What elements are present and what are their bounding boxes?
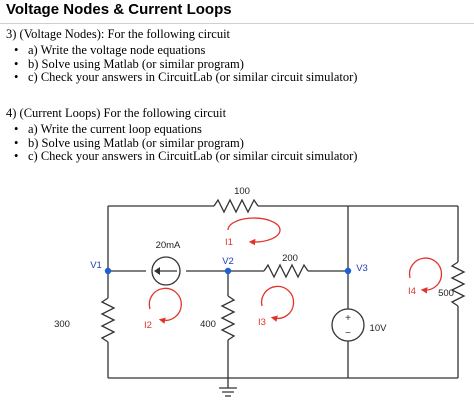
title-divider — [0, 23, 474, 24]
list-item: a) Write the current loop equations — [14, 122, 357, 137]
problem-4-heading: 4) (Current Loops) For the following cir… — [6, 106, 227, 120]
voltage-source-minus: − — [345, 328, 351, 339]
label-r300: 300 — [54, 319, 70, 330]
voltage-source-plus: + — [345, 313, 351, 324]
node-v1 — [104, 267, 112, 275]
loop-i3-arrow — [260, 285, 295, 322]
loop-i1-arrow — [227, 217, 281, 246]
resistor-100 — [213, 198, 259, 214]
loop-i4-arrow — [408, 257, 443, 294]
voltage-source — [331, 308, 365, 342]
list-item: c) Check your answers in CircuitLab (or … — [14, 70, 357, 85]
label-r200: 200 — [282, 253, 298, 264]
label-r100: 100 — [234, 186, 250, 197]
problem-3-list: a) Write the voltage node equations b) S… — [6, 43, 357, 85]
label-voltage-source: 10V — [370, 323, 388, 334]
resistor-400 — [220, 295, 236, 341]
resistor-500 — [450, 261, 466, 307]
list-item: b) Solve using Matlab (or similar progra… — [14, 57, 357, 72]
loop-i2-arrow — [148, 287, 182, 324]
label-loop-i1: I1 — [225, 237, 233, 248]
resistor-200 — [263, 263, 309, 279]
problem-3-heading: 3) (Voltage Nodes): For the following ci… — [6, 27, 231, 41]
list-item: a) Write the voltage node equations — [14, 43, 357, 58]
list-item: b) Solve using Matlab (or similar progra… — [14, 136, 357, 151]
page-title: Voltage Nodes & Current Loops — [6, 1, 232, 18]
label-v2: V2 — [222, 256, 234, 267]
label-loop-i2: I2 — [144, 320, 152, 331]
label-v1: V1 — [90, 260, 102, 271]
ground-symbol — [219, 387, 237, 397]
list-item: c) Check your answers in CircuitLab (or … — [14, 149, 357, 164]
label-r500: 500 — [438, 288, 454, 299]
label-loop-i3: I3 — [258, 317, 266, 328]
label-r400: 400 — [200, 319, 216, 330]
problem-4-list: a) Write the current loop equations b) S… — [6, 122, 357, 164]
problem-3: 3) (Voltage Nodes): For the following ci… — [6, 27, 357, 85]
resistor-300 — [100, 297, 116, 343]
label-v3: V3 — [356, 263, 368, 274]
node-v2 — [224, 267, 232, 275]
problem-4: 4) (Current Loops) For the following cir… — [6, 106, 357, 164]
node-v3 — [344, 267, 352, 275]
label-loop-i4: I4 — [408, 286, 416, 297]
label-current-source: 20mA — [156, 240, 181, 251]
